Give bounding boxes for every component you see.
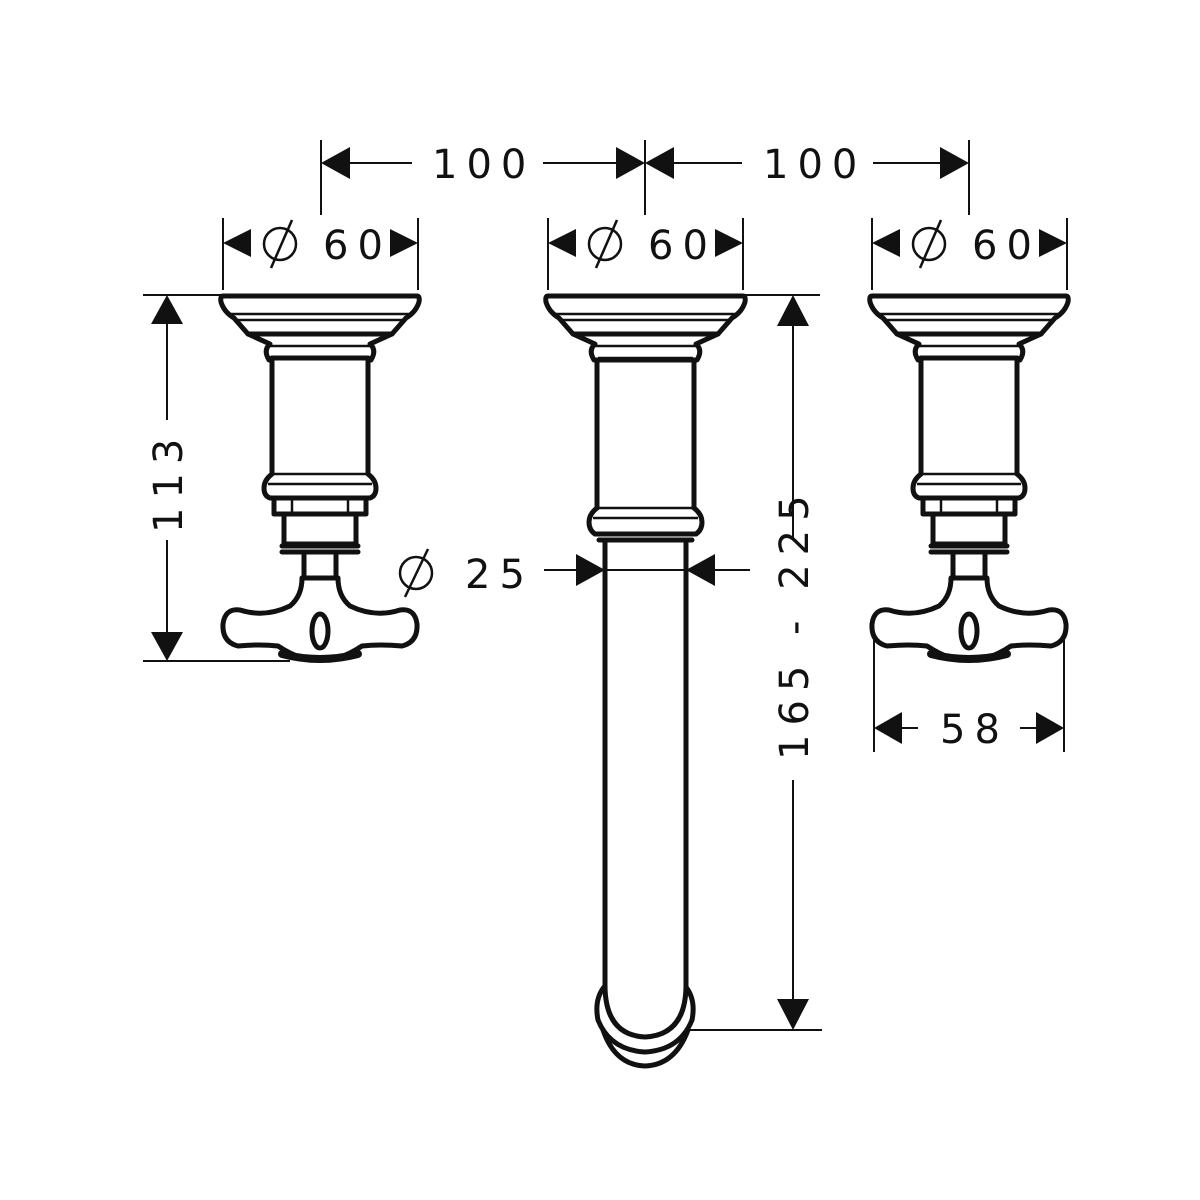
spacing-dimension-right: 100: [645, 140, 970, 215]
diameter-icon: [262, 219, 298, 269]
spout-diameter-label: 25: [465, 552, 534, 598]
spout-projection-label: 165 - 225: [772, 486, 818, 760]
spacing-dimension-left: 100: [320, 140, 646, 215]
rosette-diameter-center: 60: [547, 218, 744, 290]
handle-height-label: 113: [146, 430, 192, 533]
rosette-left-label: 60: [323, 223, 392, 269]
rosette-diameter-right: 60: [871, 218, 1068, 290]
diameter-icon: [398, 548, 434, 598]
left-handle-valve: [221, 296, 420, 659]
rosette-diameter-left: 60: [222, 218, 419, 290]
rosette-right-label: 60: [972, 223, 1041, 269]
spout-projection-dimension: 165 - 225: [690, 294, 822, 1031]
handle-height-dimension: 113: [143, 294, 290, 662]
spout-diameter-dimension: 25: [398, 548, 750, 598]
handle-width-dimension: 58: [873, 640, 1065, 753]
right-handle-valve: [870, 296, 1069, 659]
spacing-right-label: 100: [763, 142, 866, 188]
spacing-left-label: 100: [432, 142, 535, 188]
rosette-center-label: 60: [648, 223, 717, 269]
diameter-icon: [911, 219, 947, 269]
center-spout: [543, 293, 748, 1069]
diameter-icon: [587, 219, 623, 269]
handle-width-label: 58: [940, 707, 1009, 753]
